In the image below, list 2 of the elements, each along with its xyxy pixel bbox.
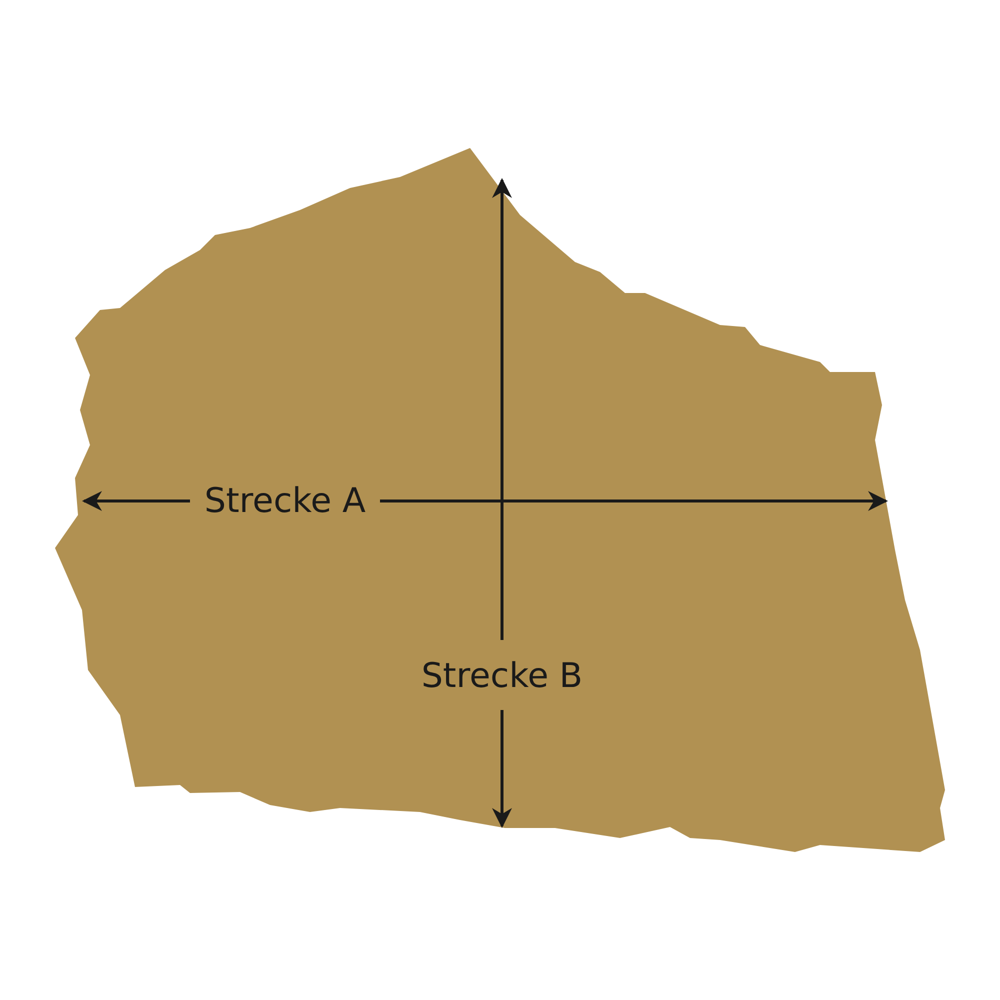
dimension-label: Strecke A: [204, 484, 366, 518]
dimension-label: Strecke B: [421, 659, 583, 693]
